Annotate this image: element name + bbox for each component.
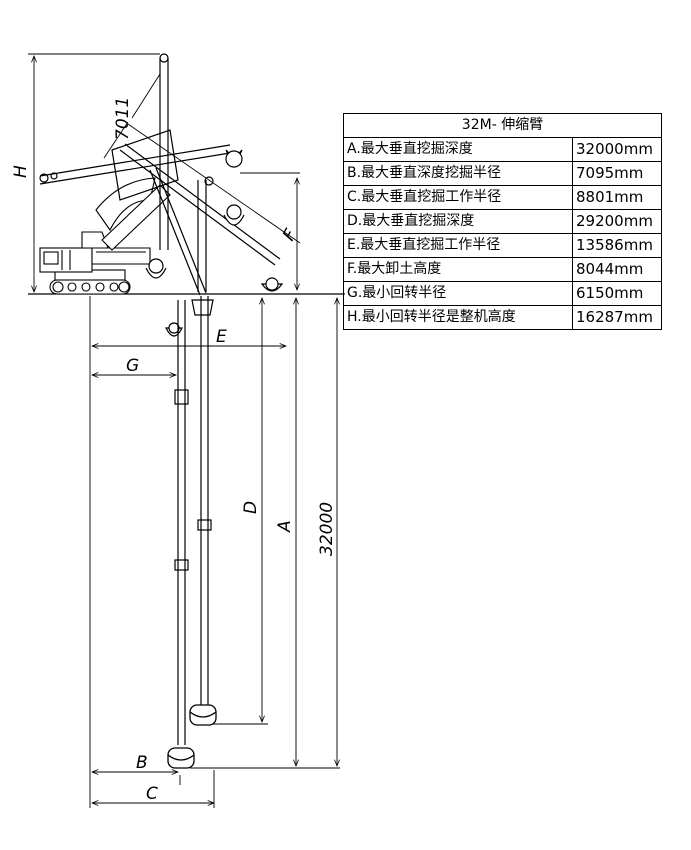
label-g: G: [126, 356, 139, 376]
row-label: H.最小回转半径是整机高度: [343, 305, 573, 330]
table-row: C.最大垂直挖掘工作半径 8801mm: [343, 185, 662, 210]
dimension-h: [28, 53, 160, 292]
row-value: 8044mm: [572, 257, 662, 282]
table-row: F.最大卸土高度 8044mm: [343, 257, 662, 282]
row-label: B.最大垂直深度挖掘半径: [343, 161, 573, 186]
table-row: G.最小回转半径 6150mm: [343, 281, 662, 306]
label-a: A: [275, 520, 295, 533]
row-value: 6150mm: [572, 281, 662, 306]
telescopic-arm: [174, 296, 214, 745]
label-d: D: [241, 501, 261, 514]
table-row: A.最大垂直挖掘深度 32000mm: [343, 137, 662, 162]
row-value: 16287mm: [572, 305, 662, 330]
row-label: A.最大垂直挖掘深度: [343, 137, 573, 162]
grapple-bucket-deep: [167, 704, 217, 769]
angled-dimension-lines: [103, 73, 301, 290]
table-row: H.最小回转半径是整机高度 16287mm: [343, 305, 662, 330]
digging-arm-upper: [39, 53, 281, 296]
label-b: B: [136, 753, 148, 773]
label-e: E: [216, 327, 227, 347]
table-title-row: 32M- 伸缩臂: [343, 113, 662, 138]
label-c: C: [146, 784, 158, 804]
dimension-horizontal: [89, 296, 286, 808]
label-32000: 32000: [317, 502, 337, 556]
row-value: 29200mm: [572, 209, 662, 234]
row-value: 7095mm: [572, 161, 662, 186]
table-row: B.最大垂直深度挖掘半径 7095mm: [343, 161, 662, 186]
row-value: 32000mm: [572, 137, 662, 162]
table-row: E.最大垂直挖掘工作半径 13586mm: [343, 233, 662, 258]
row-value: 13586mm: [572, 233, 662, 258]
row-label: E.最大垂直挖掘工作半径: [343, 233, 573, 258]
row-label: F.最大卸土高度: [343, 257, 573, 282]
row-label: G.最小回转半径: [343, 281, 573, 306]
dimension-vertical: [190, 298, 340, 769]
excavator-body: [39, 177, 171, 295]
label-7011: 7011: [113, 97, 133, 140]
table-row: D.最大垂直挖掘深度 29200mm: [343, 209, 662, 234]
row-value: 8801mm: [572, 185, 662, 210]
table-title: 32M- 伸缩臂: [343, 113, 662, 138]
row-label: D.最大垂直挖掘深度: [343, 209, 573, 234]
label-h: H: [11, 165, 31, 178]
grapple-bucket: [145, 149, 284, 337]
row-label: C.最大垂直挖掘工作半径: [343, 185, 573, 210]
spec-table: 32M- 伸缩臂 A.最大垂直挖掘深度 32000mm B.最大垂直深度挖掘半径…: [343, 113, 662, 330]
